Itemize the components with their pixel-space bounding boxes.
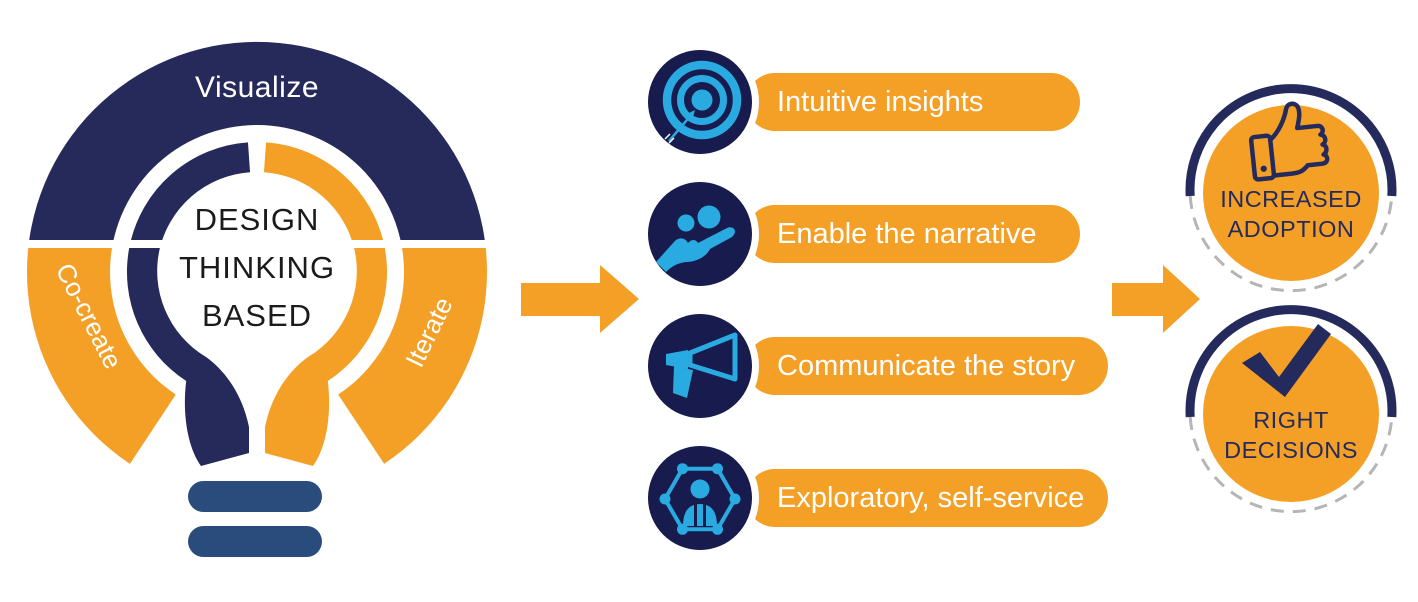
badge-circle — [1203, 105, 1379, 281]
dart-fletching — [664, 133, 675, 144]
ring-segment-visualize — [29, 42, 485, 240]
person-head-small — [677, 214, 695, 232]
badge-solid-arc — [1185, 84, 1397, 197]
person-head — [690, 479, 710, 499]
megaphone-bell — [687, 332, 738, 382]
target-dart-icon — [662, 60, 742, 144]
network-nodes — [659, 463, 741, 535]
ring-segments-cocreate-iterate — [27, 248, 487, 502]
person-head-large — [697, 205, 721, 229]
bulb-neck-navy — [126, 248, 249, 466]
megaphone-neck — [666, 350, 688, 369]
badge-label-line-1: INCREASED — [1220, 186, 1362, 212]
feature-icon-circle-4 — [648, 446, 752, 550]
dart-head — [685, 110, 695, 121]
badge-dashed-arc — [1188, 416, 1394, 514]
network-person-icon — [659, 463, 741, 535]
arrow-shape — [521, 265, 639, 333]
ring-bottom-gap — [98, 272, 416, 512]
feature-icon-circle-2 — [648, 182, 752, 286]
feature-pill-enable-narrative: Enable the narrative — [746, 205, 1080, 263]
badge-label-line-1: RIGHT — [1253, 407, 1329, 433]
bulb-center-line-1: DESIGN — [195, 202, 320, 237]
feature-pill-communicate-story: Communicate the story — [746, 337, 1108, 395]
feature-icon-circle-1 — [648, 50, 752, 154]
bulb-center-line-2: THINKING — [179, 250, 335, 285]
ring-label-visualize: Visualize — [195, 71, 319, 104]
person-body — [683, 504, 717, 526]
flow-arrow-left — [521, 265, 639, 333]
open-hand-shape — [656, 227, 735, 272]
person-tie-lines — [694, 503, 706, 526]
megaphone-icon — [666, 332, 738, 398]
badge-right-decisions: RIGHT DECISIONS — [1185, 305, 1397, 514]
arrow-shape — [1112, 265, 1200, 333]
target-mid-ring — [677, 75, 727, 125]
badge-label-line-2: DECISIONS — [1224, 437, 1358, 463]
design-thinking-bulb-diagram: Visualize Co-create Iterate DESIGN THINK… — [27, 42, 487, 557]
bulb-arc-navy-top — [131, 142, 251, 240]
checkmark-icon — [1242, 324, 1331, 397]
feature-pill-exploratory: Exploratory, self-service — [746, 469, 1108, 527]
bulb-base-bar-1 — [188, 481, 322, 512]
badge-dashed-arc — [1188, 195, 1394, 293]
badge-solid-arc — [1185, 305, 1397, 418]
badge-circle — [1203, 326, 1379, 502]
target-outer-ring — [662, 60, 742, 140]
bulb-neck-orange — [265, 248, 388, 466]
badge-label-line-2: ADOPTION — [1228, 216, 1355, 242]
feature-pill-intuitive-insights: Intuitive insights — [746, 73, 1080, 131]
bulb-center-line-3: BASED — [202, 298, 312, 333]
thumbs-up-icon — [1248, 101, 1330, 182]
megaphone-grip — [673, 366, 693, 398]
bulb-arc-orange-top — [263, 142, 383, 240]
flow-arrow-right — [1112, 265, 1200, 333]
bulb-base-bar-2 — [188, 526, 322, 557]
hand-person-icon — [656, 205, 735, 272]
dart-shaft — [668, 113, 693, 142]
outcomes-panel: INCREASED ADOPTION RIGHT DECISIONS — [1185, 84, 1397, 514]
feature-icon-circle-3 — [648, 314, 752, 418]
badge-increased-adoption: INCREASED ADOPTION — [1185, 84, 1397, 293]
target-center-dot — [691, 89, 713, 111]
